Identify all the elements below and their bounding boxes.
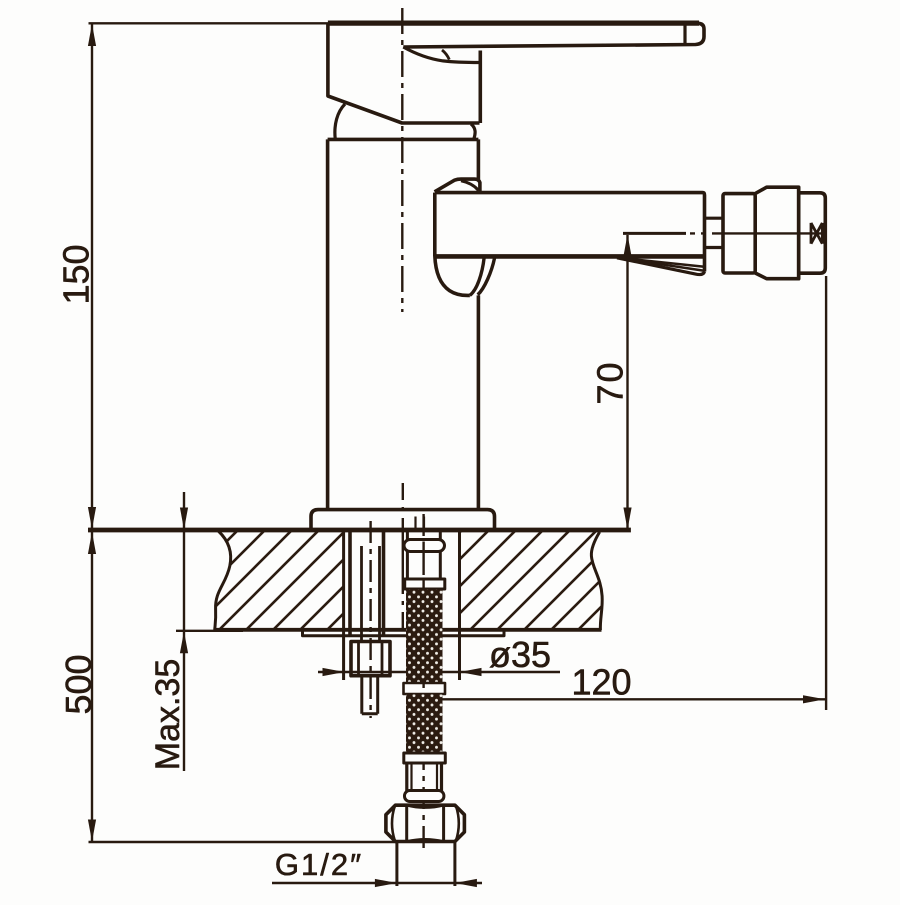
svg-text:70: 70 <box>590 360 631 404</box>
svg-text:ø35: ø35 <box>489 634 551 675</box>
svg-text:500: 500 <box>58 654 99 714</box>
svg-text:Max.35: Max.35 <box>149 659 187 771</box>
svg-text:G1/2″: G1/2″ <box>275 847 363 882</box>
svg-text:150: 150 <box>56 244 97 304</box>
svg-text:120: 120 <box>571 662 631 703</box>
